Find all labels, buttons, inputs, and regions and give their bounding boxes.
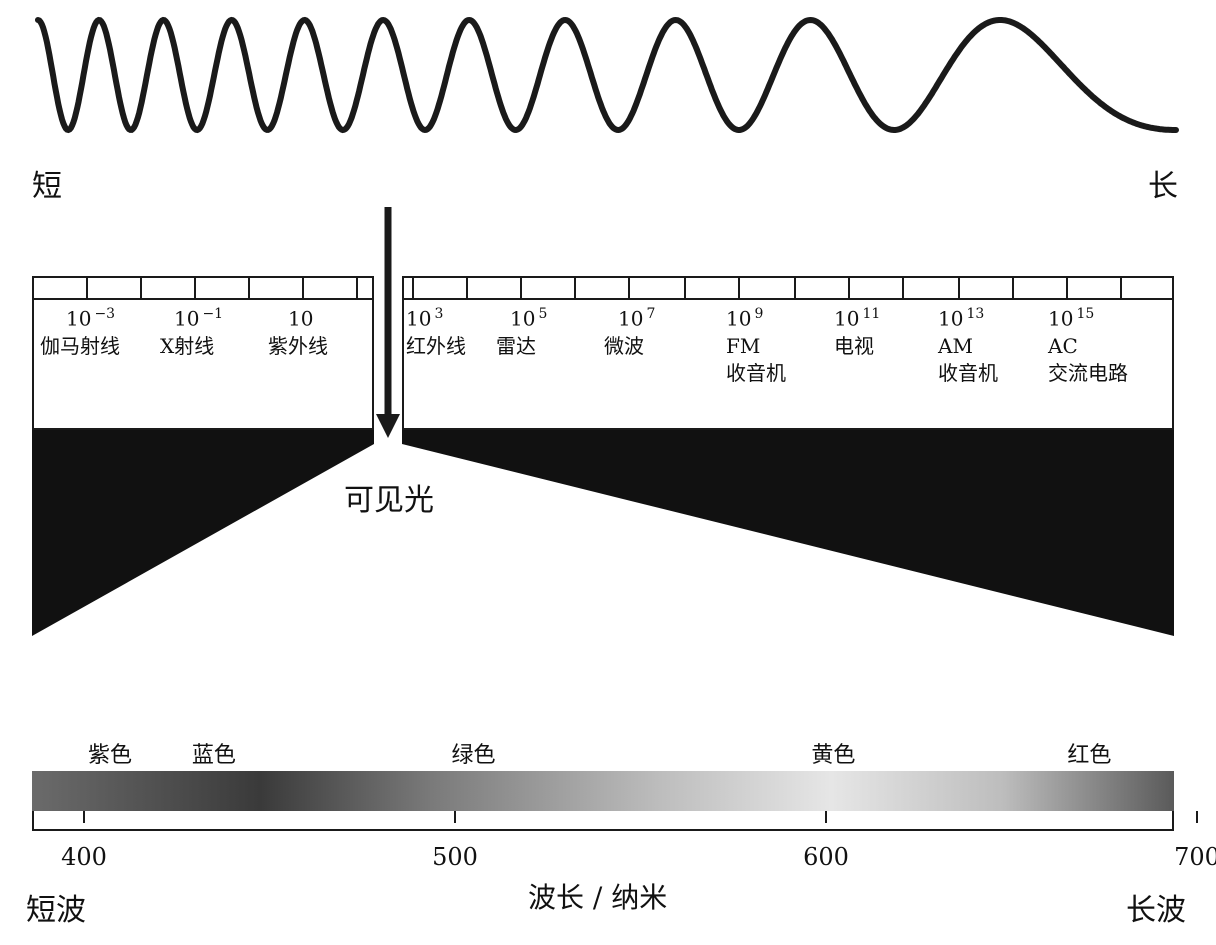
- visible-light-arrow-head: [376, 414, 400, 438]
- visible-light-arrow-shaft: [384, 207, 392, 417]
- scale-tick: [684, 278, 686, 298]
- axis-label-500: 500: [432, 843, 478, 871]
- band-ultraviolet: 10 紫外线: [268, 306, 328, 358]
- scale-tick: [958, 278, 960, 298]
- scale-tick: [848, 278, 850, 298]
- wavelength-axis: [32, 811, 1174, 831]
- scale-tick: [574, 278, 576, 298]
- axis-label-700: 700: [1174, 843, 1216, 871]
- scale-tick: [520, 278, 522, 298]
- band-xray: 10−1 X射线: [160, 306, 224, 358]
- band-box-left: [32, 276, 374, 430]
- color-label-blue: 蓝色: [191, 743, 236, 768]
- axis-tick-400: [83, 811, 85, 823]
- wave-curve: [35, 16, 1179, 134]
- scale-tick: [302, 278, 304, 298]
- fan-right-wedge: [402, 430, 1174, 636]
- scale-tick: [248, 278, 250, 298]
- short-wavelength-end-label: 短波: [26, 893, 86, 928]
- visible-light-label: 可见光: [344, 483, 434, 518]
- long-wave-end-label: 长: [1148, 169, 1178, 204]
- color-label-violet: 紫色: [87, 743, 132, 768]
- scale-tick: [1066, 278, 1068, 298]
- scale-strip-left: [34, 278, 372, 300]
- color-label-red: 红色: [1067, 743, 1112, 768]
- color-label-yellow: 黄色: [811, 743, 856, 768]
- scale-tick: [356, 278, 358, 298]
- color-label-green: 绿色: [451, 743, 496, 768]
- scale-tick: [194, 278, 196, 298]
- axis-tick-500: [454, 811, 456, 823]
- scale-tick: [140, 278, 142, 298]
- scale-tick: [1120, 278, 1122, 298]
- wave-path: [35, 16, 1179, 134]
- scale-tick: [466, 278, 468, 298]
- axis-label-600: 600: [803, 843, 849, 871]
- scale-tick: [628, 278, 630, 298]
- visible-spectrum-gradient-bar: [32, 771, 1174, 811]
- scale-tick: [738, 278, 740, 298]
- scale-tick: [412, 278, 414, 298]
- axis-label-400: 400: [61, 843, 107, 871]
- scale-tick: [794, 278, 796, 298]
- scale-tick: [1012, 278, 1014, 298]
- band-gamma: 10−3 伽马射线: [40, 306, 120, 358]
- band-box-right: [402, 276, 1174, 430]
- short-wave-end-label: 短: [32, 169, 62, 204]
- long-wavelength-end-label: 长波: [1126, 893, 1186, 928]
- fan-left-wedge: [32, 430, 374, 636]
- axis-tick-700: [1196, 811, 1198, 823]
- axis-tick-600: [825, 811, 827, 823]
- axis-title: 波长 / 纳米: [528, 881, 668, 914]
- scale-strip-right: [404, 278, 1172, 300]
- scale-tick: [902, 278, 904, 298]
- scale-tick: [86, 278, 88, 298]
